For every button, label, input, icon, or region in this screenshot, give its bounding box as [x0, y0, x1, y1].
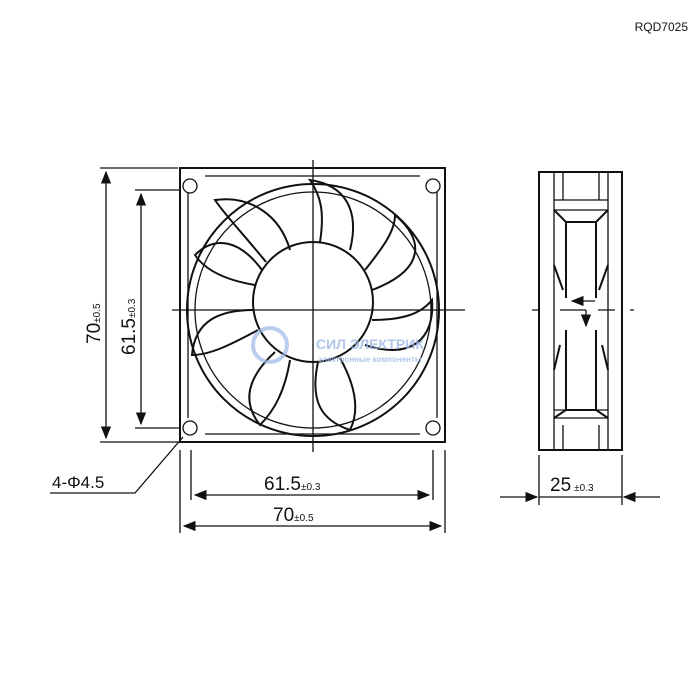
mounting-holes [182, 178, 441, 436]
height-outer-tol: ±0.5 [92, 303, 103, 323]
width-outer-value: 70 [273, 505, 294, 526]
width-hole-tol: ±0.3 [301, 482, 321, 493]
depth-value: 25 [550, 475, 571, 496]
model-label: RQD7025 [634, 20, 688, 34]
fan-blades [190, 178, 434, 432]
holes-label: 4-Φ4.5 [52, 473, 104, 492]
svg-text:61.5±0.3: 61.5±0.3 [119, 298, 140, 355]
width-outer-tol: ±0.5 [294, 513, 314, 524]
watermark-brand: СИЛ ЭЛЕКТРИК [316, 336, 424, 352]
watermark-logo: СИЛ ЭЛЕКТРИК электронные компоненты [251, 326, 424, 364]
height-hole-value: 61.5 [119, 318, 140, 355]
front-dimensions [50, 167, 446, 533]
watermark-tagline: электронные компоненты [318, 355, 422, 364]
svg-text:61.5±0.3: 61.5±0.3 [264, 474, 321, 495]
svg-text:70±0.5: 70±0.5 [273, 505, 314, 526]
height-hole-tol: ±0.3 [127, 298, 138, 318]
svg-text:70±0.5: 70±0.5 [84, 303, 105, 344]
svg-text:25±0.3: 25±0.3 [550, 475, 594, 496]
front-view [172, 160, 465, 452]
height-outer-value: 70 [84, 323, 105, 344]
depth-tol: ±0.3 [574, 483, 594, 494]
width-hole-value: 61.5 [264, 474, 301, 495]
side-view [500, 171, 660, 505]
